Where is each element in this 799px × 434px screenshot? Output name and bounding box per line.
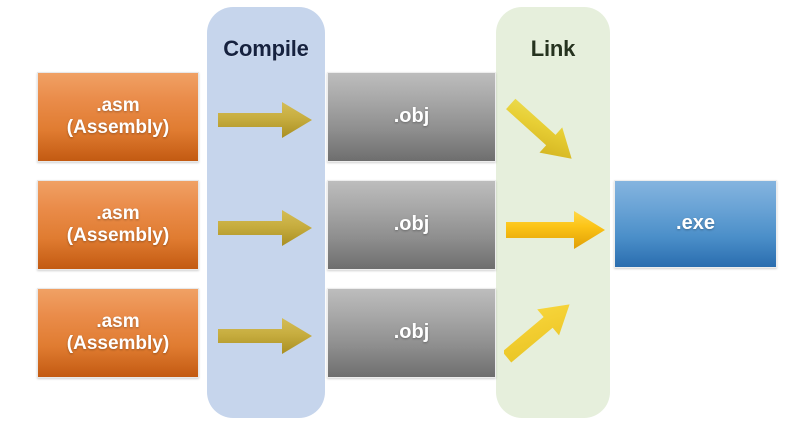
asm-file-extension-2: .asm [96,202,140,224]
panel-label-link: Link [530,36,576,61]
asm-file-box-3: .asm (Assembly) [37,288,199,378]
compile-arrow-3-icon [216,314,314,358]
asm-file-box-1: .asm (Assembly) [37,72,199,162]
exe-file-box: .exe [614,180,777,268]
obj-file-label-3: .obj [393,321,430,344]
obj-file-box-2: .obj [327,180,496,270]
asm-file-description-1: (Assembly) [66,117,170,138]
link-arrow-1-icon [506,96,596,174]
asm-file-description-2: (Assembly) [66,225,170,246]
obj-file-box-1: .obj [327,72,496,162]
obj-file-box-3: .obj [327,288,496,378]
asm-file-extension-3: .asm [96,310,140,332]
link-arrow-2-icon [504,208,608,252]
obj-file-label-1: .obj [393,105,430,128]
asm-file-description-3: (Assembly) [66,333,170,354]
process-panel-compile: Compile [207,7,325,418]
link-arrow-3-icon [504,284,596,366]
compile-arrow-2-icon [216,206,314,250]
obj-file-label-2: .obj [393,213,430,236]
compile-arrow-1-icon [216,98,314,142]
exe-file-label: .exe [676,212,715,235]
asm-file-extension-1: .asm [96,94,140,116]
asm-file-box-2: .asm (Assembly) [37,180,199,270]
panel-label-compile: Compile [223,36,309,61]
